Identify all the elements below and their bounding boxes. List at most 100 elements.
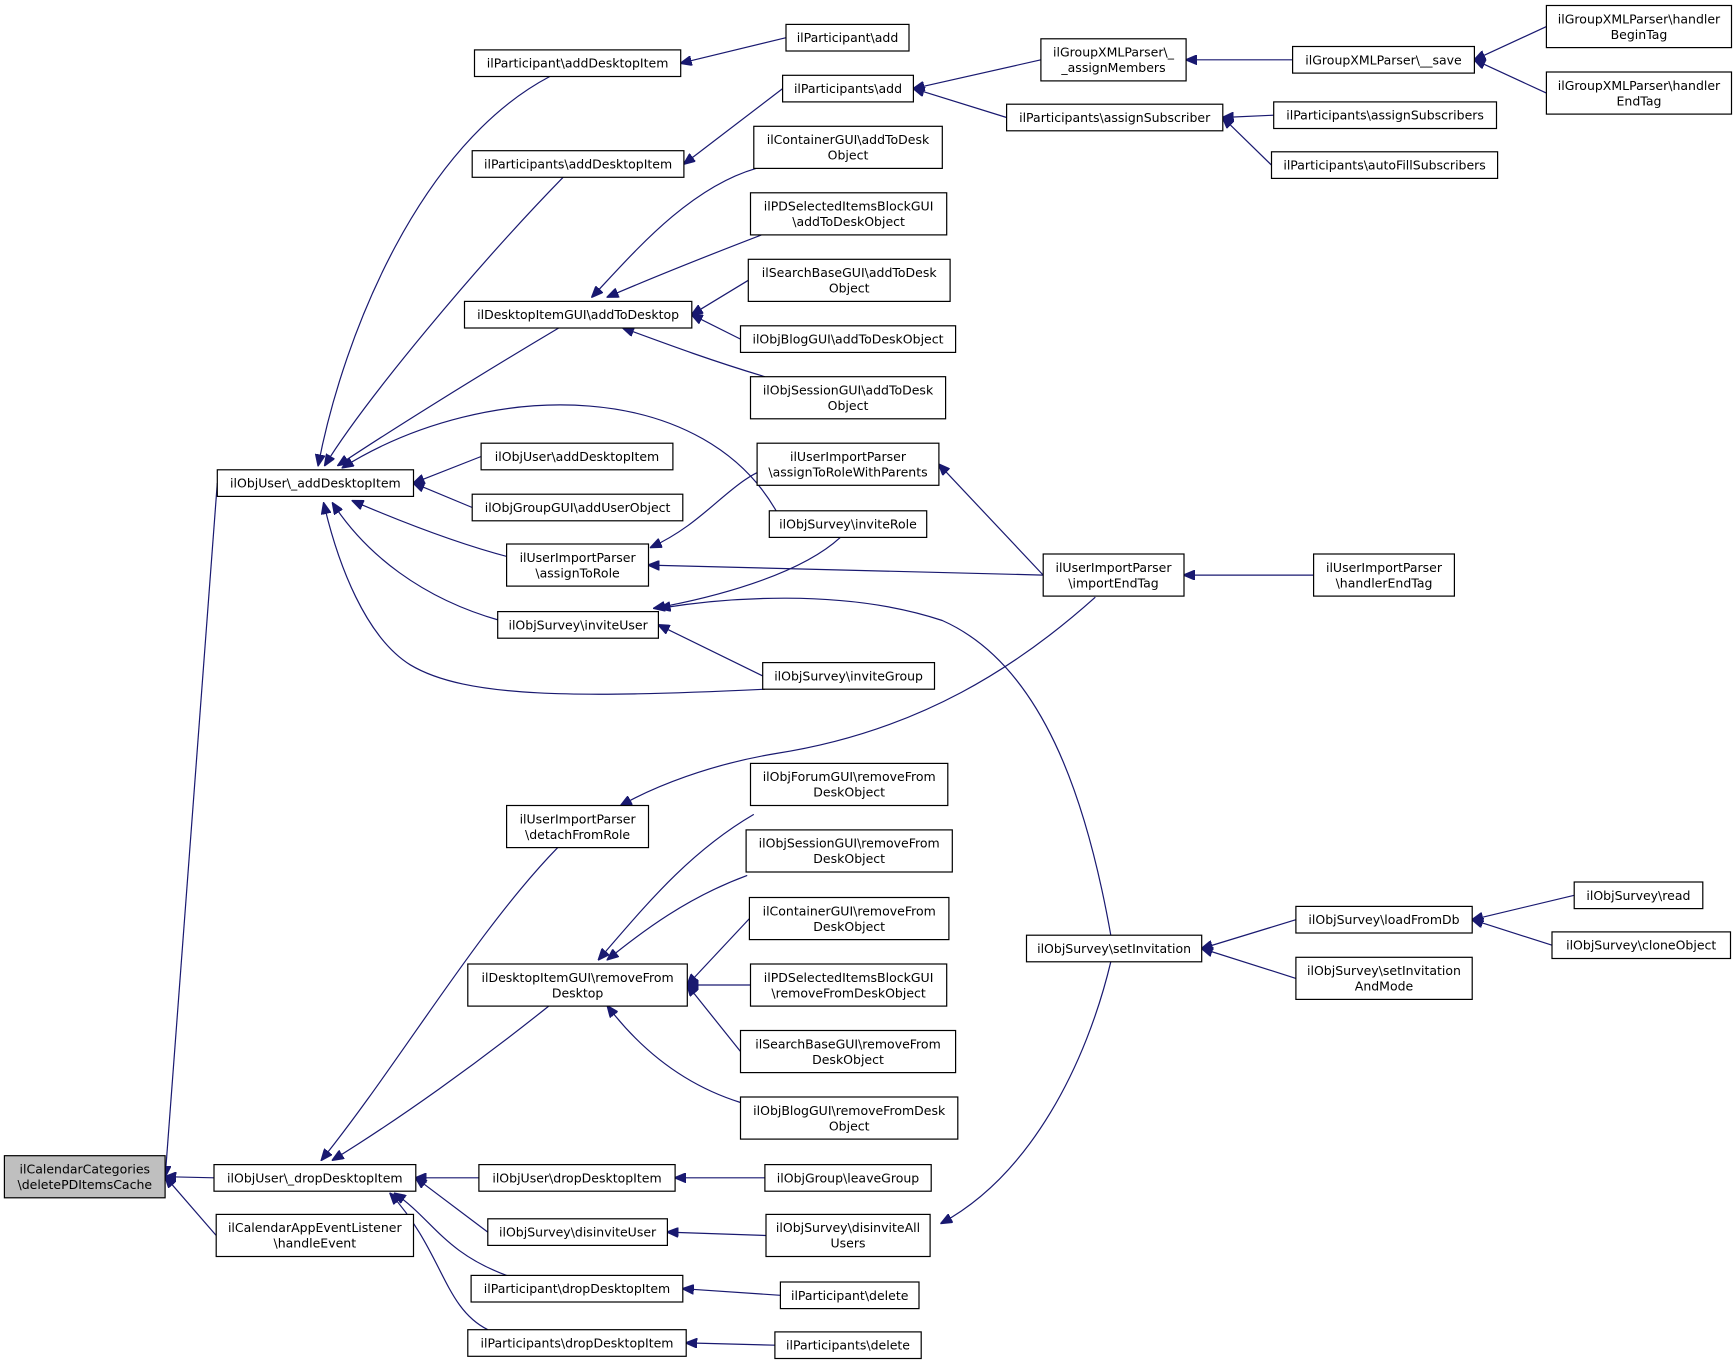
node-sv_setinv[interactable]: ilObjSurvey\setInvitation: [1025, 934, 1203, 963]
node-pdsel_rfd[interactable]: ilPDSelectedItemsBlockGUI\removeFromDesk…: [749, 963, 948, 1007]
node-sv_lfd[interactable]: ilObjSurvey\loadFromDb: [1295, 905, 1473, 934]
edge-sv_clone-to-sv_lfd: [1472, 920, 1553, 946]
node-box: [471, 493, 684, 522]
node-part_add[interactable]: ilParticipant\add: [785, 23, 910, 52]
node-sess_rfd[interactable]: ilObjSessionGUI\removeFromDeskObject: [745, 829, 953, 873]
node-u_add[interactable]: ilObjUser\_addDesktopItem: [216, 469, 415, 497]
node-box: [1273, 101, 1498, 130]
edge-uip_iet-to-uip_atr: [649, 565, 1044, 576]
node-box: [506, 804, 650, 849]
node-label: ilGroupXMLParser\__save: [1305, 52, 1462, 67]
node-sv_invg[interactable]: ilObjSurvey\inviteGroup: [762, 661, 936, 690]
node-label: ilDesktopItemGUI\removeFrom: [482, 970, 674, 985]
node-u_ddi[interactable]: ilObjUser\dropDesktopItem: [478, 1163, 676, 1192]
node-label: ilObjSurvey\setInvitation: [1307, 963, 1461, 978]
node-box: [774, 1331, 922, 1360]
node-part_adi[interactable]: ilParticipant\addDesktopItem: [473, 49, 682, 78]
node-sv_disu[interactable]: ilObjSurvey\disinviteUser: [487, 1218, 668, 1247]
node-blog_atd[interactable]: ilObjBlogGUI\addToDeskObject: [739, 325, 957, 353]
node-gxp_save[interactable]: ilGroupXMLParser\__save: [1291, 45, 1475, 74]
nodes-layer: ilCalendarCategories\deletePDItemsCachei…: [3, 4, 1733, 1360]
node-label: ilObjSurvey\cloneObject: [1566, 938, 1716, 953]
node-label: ilParticipants\autoFillSubscribers: [1283, 158, 1485, 173]
node-box: [739, 325, 957, 353]
node-gxp_am[interactable]: ilGroupXMLParser\__assignMembers: [1040, 38, 1187, 82]
node-label: ilParticipants\assignSubscriber: [1019, 110, 1211, 125]
node-box: [749, 963, 948, 1007]
node-label: ilObjSurvey\read: [1586, 888, 1690, 903]
node-box: [781, 74, 914, 103]
edge-parts_as-to-parts_add: [914, 89, 1007, 119]
node-box: [1551, 931, 1732, 960]
node-label: ilObjBlogGUI\removeFromDesk: [753, 1103, 946, 1118]
node-part_del[interactable]: ilParticipant\delete: [779, 1281, 920, 1310]
node-label: ilObjUser\dropDesktopItem: [492, 1170, 661, 1185]
node-box: [745, 829, 953, 873]
node-uip_het[interactable]: ilUserImportParser\handlerEndTag: [1312, 553, 1455, 597]
node-part_ddi[interactable]: ilParticipant\dropDesktopItem: [470, 1274, 684, 1303]
node-u_drop[interactable]: ilObjUser\_dropDesktopItem: [213, 1163, 417, 1192]
node-sv_clone[interactable]: ilObjSurvey\cloneObject: [1551, 931, 1732, 960]
node-label: ilSearchBaseGUI\removeFrom: [755, 1036, 941, 1051]
edge-sess_rfd-to-dig_rem: [608, 874, 748, 959]
node-parts_afs[interactable]: ilParticipants\autoFillSubscribers: [1270, 151, 1499, 180]
node-uip_iet[interactable]: ilUserImportParser\importEndTag: [1042, 553, 1185, 597]
node-pdsel_atd[interactable]: ilPDSelectedItemsBlockGUI\addToDeskObjec…: [749, 192, 948, 236]
node-cont_rfd[interactable]: ilContainerGUI\removeFromDeskObject: [748, 896, 950, 941]
node-box: [756, 442, 940, 486]
node-label: ilObjSurvey\inviteUser: [508, 617, 648, 632]
node-label: \addToDeskObject: [792, 214, 905, 229]
node-u_adi[interactable]: ilObjUser\addDesktopItem: [480, 442, 674, 471]
node-parts_adi[interactable]: ilParticipants\addDesktopItem: [471, 150, 685, 178]
node-srch_atd[interactable]: ilSearchBaseGUI\addToDeskObject: [747, 258, 951, 302]
node-label: Object: [828, 148, 869, 163]
node-parts_ddi[interactable]: ilParticipants\dropDesktopItem: [467, 1329, 687, 1357]
node-label: ilObjSurvey\setInvitation: [1037, 941, 1191, 956]
node-blog_rfd[interactable]: ilObjBlogGUI\removeFromDeskObject: [739, 1096, 959, 1140]
node-label: ilDesktopItemGUI\addToDesktop: [477, 307, 679, 322]
node-uip_dfr[interactable]: ilUserImportParser\detachFromRole: [506, 804, 650, 849]
node-parts_as[interactable]: ilParticipants\assignSubscriber: [1005, 103, 1224, 132]
node-parts_add[interactable]: ilParticipants\add: [781, 74, 914, 103]
node-label: Object: [829, 281, 870, 296]
node-dig_add[interactable]: ilDesktopItemGUI\addToDesktop: [463, 300, 693, 329]
node-label: ilCalendarAppEventListener: [228, 1220, 403, 1235]
node-parts_ass[interactable]: ilParticipants\assignSubscribers: [1273, 101, 1498, 130]
node-srch_rfd[interactable]: ilSearchBaseGUI\removeFromDeskObject: [739, 1029, 957, 1074]
node-uip_atr[interactable]: ilUserImportParser\assignToRole: [506, 543, 650, 587]
node-label: \importEndTag: [1068, 575, 1158, 590]
node-box: [1040, 38, 1187, 82]
node-box: [470, 1274, 684, 1303]
node-calev[interactable]: ilCalendarAppEventListener\handleEvent: [215, 1213, 415, 1258]
edge-u_drop-to-root: [165, 1177, 215, 1178]
node-label: Object: [829, 1118, 870, 1133]
node-sess_atd[interactable]: ilObjSessionGUI\addToDeskObject: [749, 376, 947, 420]
edge-srch_atd-to-dig_add: [692, 279, 749, 314]
node-label: ilUserImportParser: [520, 550, 637, 565]
node-box: [785, 23, 910, 52]
node-forum_rfd[interactable]: ilObjForumGUI\removeFromDeskObject: [749, 762, 949, 807]
node-label: ilObjForumGUI\removeFrom: [763, 769, 936, 784]
node-label: ilObjSurvey\disinviteAll: [776, 1220, 920, 1235]
node-sv_read[interactable]: ilObjSurvey\read: [1573, 881, 1704, 910]
node-label: ilUserImportParser: [1326, 560, 1443, 575]
edge-sv_disu-to-u_drop: [416, 1178, 489, 1233]
node-root[interactable]: ilCalendarCategories\deletePDItemsCache: [3, 1155, 166, 1199]
node-sv_invu[interactable]: ilObjSurvey\inviteUser: [497, 610, 660, 639]
node-uip_atrwp[interactable]: ilUserImportParser\assignToRoleWithParen…: [756, 442, 940, 486]
node-gxp_het[interactable]: ilGroupXMLParser\handlerEndTag: [1545, 71, 1733, 115]
node-cont_atd[interactable]: ilContainerGUI\addToDeskObject: [753, 125, 943, 170]
node-label: ilCalendarCategories: [20, 1162, 151, 1177]
node-grp_leave[interactable]: ilObjGroup\leaveGroup: [764, 1163, 932, 1192]
node-sv_invr[interactable]: ilObjSurvey\inviteRole: [768, 510, 928, 538]
node-box: [1005, 103, 1224, 132]
edge-sv_read-to-sv_lfd: [1472, 894, 1575, 919]
edge-u_add-to-root: [165, 483, 218, 1177]
node-grp_auo[interactable]: ilObjGroupGUI\addUserObject: [471, 493, 684, 522]
node-parts_del[interactable]: ilParticipants\delete: [774, 1331, 922, 1360]
